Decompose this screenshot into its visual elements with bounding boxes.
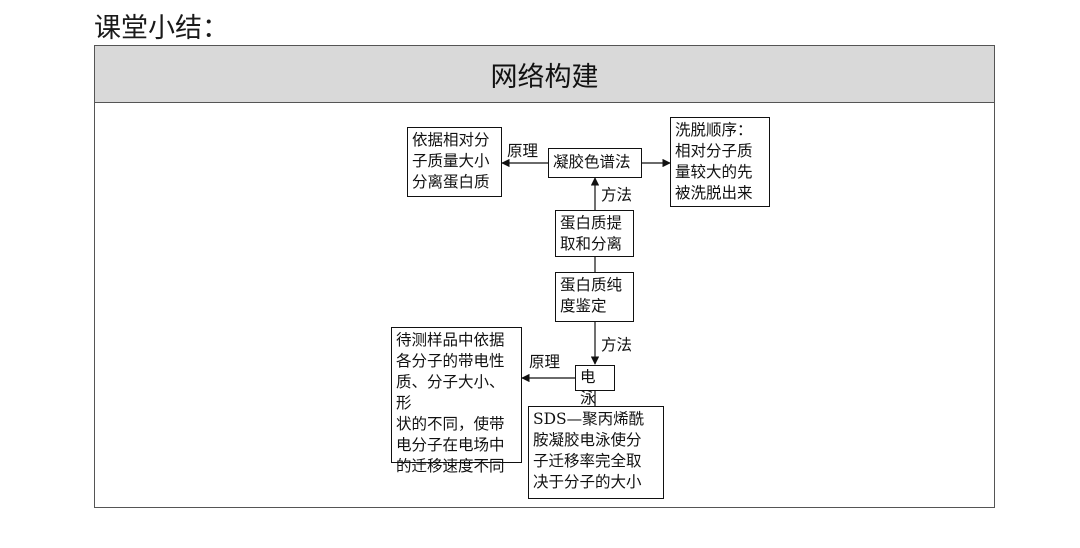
node-purity-identification: 蛋白质纯 度鉴定 <box>555 272 634 322</box>
node-electrophoresis: 电泳 <box>575 365 615 407</box>
section-heading: 课堂小结： <box>94 13 229 44</box>
panel-header: 网络构建 <box>95 46 994 103</box>
node-elution-order: 洗脱顺序： 相对分子质 量较大的先 被洗脱出来 <box>670 117 770 207</box>
label-method-top: 方法 <box>601 186 633 204</box>
label-principle-bottom: 原理 <box>529 353 561 371</box>
label-method-bottom: 方法 <box>601 336 633 354</box>
label-principle-top: 原理 <box>507 142 539 160</box>
node-gel-chromatography: 凝胶色谱法 <box>548 148 642 178</box>
summary-panel: 网络构建 <box>94 45 995 508</box>
node-gel-principle: 依据相对分 子质量大小 分离蛋白质 <box>407 127 502 197</box>
node-electro-principle: 待测样品中依据 各分子的带电性 质、分子大小、形 状的不同，使带 电分子在电场中… <box>391 327 522 475</box>
node-protein-extraction: 蛋白质提 取和分离 <box>555 210 634 257</box>
node-sds-page: SDS—聚丙烯酰 胺凝胶电泳使分 子迁移率完全取 决于分子的大小 <box>528 406 664 499</box>
panel-title: 网络构建 <box>490 61 599 93</box>
